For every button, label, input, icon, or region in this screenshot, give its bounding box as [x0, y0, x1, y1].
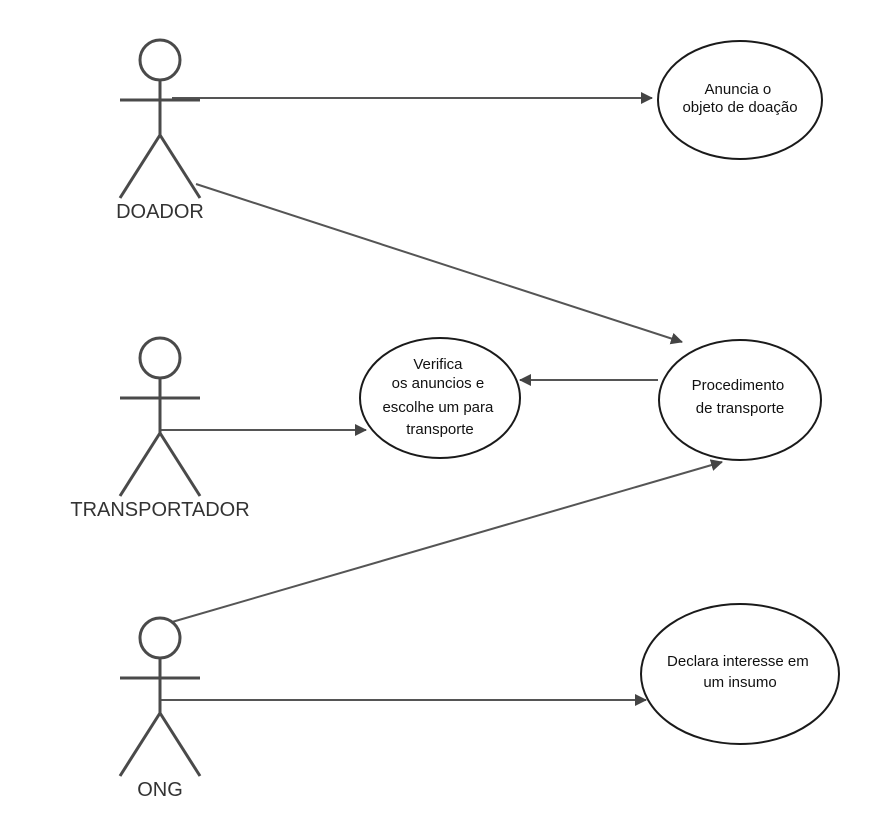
usecase-anuncia-line-2: objeto de doação: [682, 99, 797, 116]
usecase-procedimento-line-2: de transporte: [696, 400, 784, 417]
actor-doador-label: DOADOR: [116, 201, 204, 223]
usecase-declara-label: Declara interesse em um insumo: [667, 653, 813, 691]
actor-ong-left-leg: [118, 712, 162, 777]
actor-ong-head: [138, 616, 182, 660]
actor-transportador: TRANSPORTADOR: [70, 336, 250, 521]
actor-ong-right-leg: [158, 712, 202, 777]
usecase-procedimento: Procedimento de transporte: [658, 339, 822, 461]
usecase-verifica-shape: [359, 337, 521, 459]
actor-doador: DOADOR: [116, 38, 204, 223]
usecase-procedimento-shape: [658, 339, 822, 461]
usecase-anuncia: Anuncia o objeto de doação: [657, 40, 823, 160]
usecase-declara-shape: [640, 603, 840, 745]
actor-doador-head: [138, 38, 182, 82]
actor-ong: ONG: [118, 616, 202, 801]
usecase-declara-line-2: um insumo: [703, 674, 776, 691]
usecase-verifica-line-1: Verifica: [413, 356, 463, 373]
usecase-anuncia-label: Anuncia o objeto de doação: [682, 81, 797, 116]
actor-doador-left-leg: [118, 134, 162, 199]
usecase-procedimento-label: Procedimento de transporte: [692, 377, 789, 417]
usecase-verifica: Verifica os anuncios e escolhe um para t…: [359, 337, 521, 459]
actor-transportador-head: [138, 336, 182, 380]
actor-transportador-right-leg: [158, 432, 202, 497]
usecase-verifica-line-3: escolhe um para: [382, 399, 494, 416]
usecase-procedimento-line-1: Procedimento: [692, 377, 785, 394]
actor-transportador-left-leg: [118, 432, 162, 497]
usecase-anuncia-line-1: Anuncia o: [705, 81, 772, 98]
usecase-verifica-label: Verifica os anuncios e escolhe um para t…: [382, 356, 497, 438]
connector-ong-procedimento: [171, 459, 723, 623]
usecase-verifica-line-2: os anuncios e: [392, 375, 485, 392]
usecase-anuncia-shape: [657, 40, 823, 160]
actor-doador-right-leg: [158, 134, 202, 199]
actor-transportador-label: TRANSPORTADOR: [70, 499, 249, 521]
usecase-verifica-line-4: transporte: [406, 421, 474, 438]
actor-ong-label: ONG: [137, 779, 183, 801]
usecase-declara: Declara interesse em um insumo: [640, 603, 840, 745]
connector-doador-procedimento: [195, 183, 683, 345]
usecase-declara-line-1: Declara interesse em: [667, 653, 809, 670]
